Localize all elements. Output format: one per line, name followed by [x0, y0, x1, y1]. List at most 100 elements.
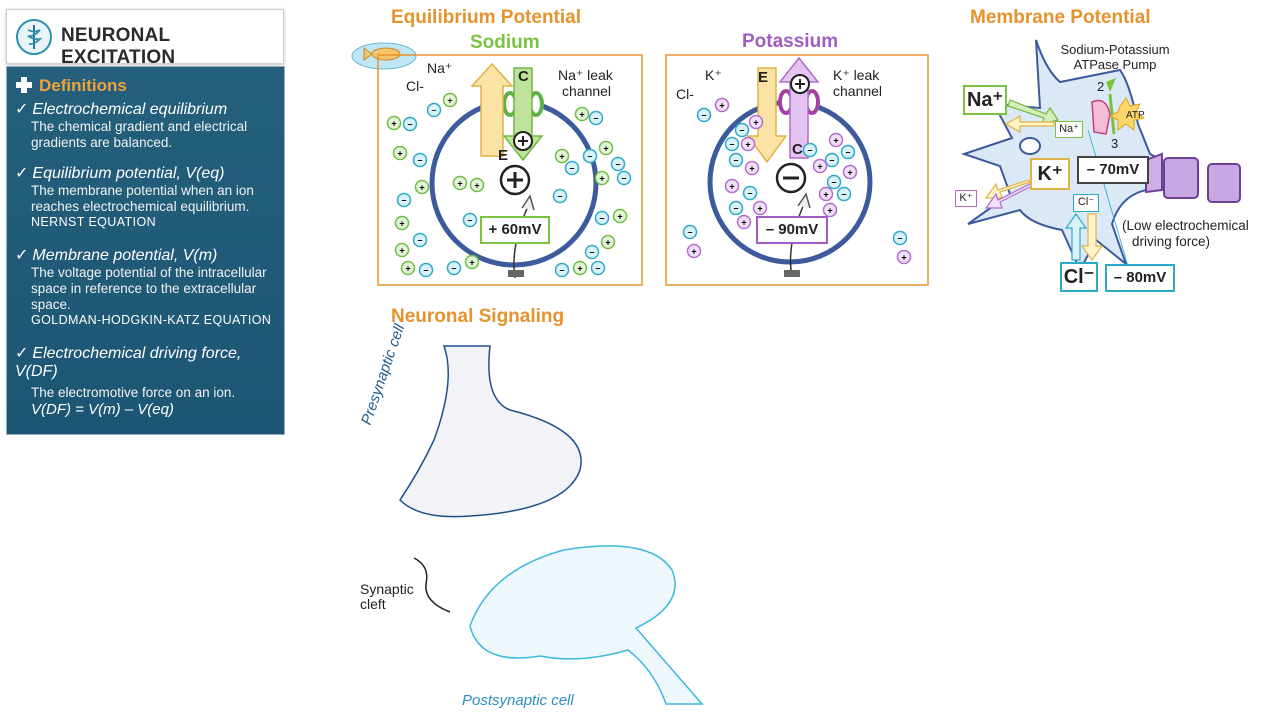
svg-text:+: + [719, 101, 724, 111]
svg-text:–: – [807, 145, 812, 155]
svg-text:+: + [847, 168, 852, 178]
cl-label-box: Cl⁻ [1060, 262, 1098, 292]
definition-item: ✓Electrochemical driving force, V(DF) Th… [15, 345, 242, 418]
plus-icon [16, 77, 32, 93]
pump-label-line2: ATPase Pump [1073, 57, 1157, 72]
svg-text:–: – [451, 263, 456, 273]
k-ion-icon: + [714, 97, 730, 113]
svg-text:+: + [405, 264, 410, 274]
cl-ion-label: Cl- [406, 78, 424, 94]
sidebar-title-card: NEURONAL EXCITATION [6, 9, 284, 68]
svg-text:+: + [559, 152, 564, 162]
svg-text:–: – [467, 215, 472, 225]
svg-text:–: – [599, 213, 604, 223]
svg-text:+: + [447, 96, 452, 106]
svg-text:–: – [747, 188, 752, 198]
svg-text:E: E [498, 147, 508, 164]
k-channel-label-line1: K⁺ leak [833, 67, 880, 83]
svg-text:+: + [741, 218, 746, 228]
svg-text:+: + [827, 206, 832, 216]
svg-text:–: – [615, 159, 620, 169]
svg-text:+: + [745, 140, 750, 150]
svg-text:–: – [417, 155, 422, 165]
svg-text:+: + [817, 162, 822, 172]
svg-text:+: + [753, 118, 758, 128]
svg-text:–: – [401, 195, 406, 205]
postsynaptic-label: Postsynaptic cell [462, 692, 574, 709]
k-small-label-box: K⁺ [955, 190, 977, 207]
na-small-label-box: Na⁺ [1055, 121, 1083, 138]
svg-text:+: + [457, 179, 462, 189]
k-label-box: K⁺ [1030, 158, 1070, 190]
svg-text:+: + [605, 238, 610, 248]
svg-text:–: – [845, 147, 850, 157]
check-icon: ✓ [15, 101, 29, 118]
svg-text:–: – [831, 177, 836, 187]
sodium-diagram: E C + – + – + – + – + – + + – – + + – + … [351, 42, 643, 286]
svg-text:–: – [733, 155, 738, 165]
svg-text:E: E [758, 69, 768, 86]
svg-text:–: – [739, 125, 744, 135]
atpase-pump-icon [1091, 78, 1116, 135]
svg-text:+: + [833, 136, 838, 146]
svg-text:+: + [599, 174, 604, 184]
potassium-voltage-readout: – 90mV [756, 216, 828, 244]
svg-text:–: – [559, 265, 564, 275]
cl-ion-label: Cl- [676, 86, 694, 102]
cl-ion-icon: – [426, 102, 442, 118]
svg-text:+: + [419, 183, 424, 193]
svg-text:–: – [729, 139, 734, 149]
sodium-subtitle: Sodium [470, 32, 540, 53]
na-ion-icon: + [442, 92, 458, 108]
cl-voltage-readout: – 80mV [1105, 264, 1175, 292]
svg-text:+: + [397, 149, 402, 159]
svg-text:–: – [589, 247, 594, 257]
low-df-note-line1: (Low electrochemical [1122, 218, 1249, 233]
k-ion-label: K⁺ [705, 67, 722, 83]
equilibrium-title: Equilibrium Potential [391, 7, 582, 28]
svg-text:–: – [595, 263, 600, 273]
check-icon: ✓ [15, 345, 29, 362]
na-label-box: Na⁺ [963, 85, 1007, 115]
definition-item: ✓Electrochemical equilibrium The chemica… [15, 101, 248, 150]
pump-label-line1: Sodium-Potassium [1060, 42, 1170, 57]
svg-text:+: + [901, 253, 906, 263]
synaptic-cleft-label-line2: cleft [360, 596, 386, 612]
svg-text:–: – [417, 235, 422, 245]
low-df-note-line2: driving force) [1132, 234, 1211, 249]
definition-item: ✓Membrane potential, V(m) The voltage po… [15, 247, 272, 327]
neuron-membrane-diagram [960, 39, 1241, 273]
svg-text:+: + [391, 119, 396, 129]
svg-text:+: + [757, 204, 762, 214]
potassium-diagram: E C + – – + – + + – – + – + + – – + + + … [665, 54, 929, 286]
svg-text:–: – [701, 110, 706, 120]
atp-label: ATP [1126, 110, 1145, 121]
svg-text:+: + [399, 246, 404, 256]
synaptic-cleft-label-line1: Synaptic [360, 581, 414, 597]
svg-text:–: – [841, 189, 846, 199]
check-icon: ✓ [15, 165, 29, 182]
svg-text:+: + [399, 219, 404, 229]
fish-icon [351, 42, 417, 70]
definitions-header: Definitions [15, 73, 127, 96]
svg-text:–: – [407, 119, 412, 129]
svg-text:+: + [691, 247, 696, 257]
potassium-subtitle: Potassium [742, 31, 839, 52]
svg-text:+: + [577, 264, 582, 274]
na-channel-label-line2: channel [562, 83, 612, 99]
svg-text:–: – [431, 105, 436, 115]
signaling-title: Neuronal Signaling [391, 306, 565, 327]
svg-text:+: + [617, 212, 622, 222]
svg-text:C: C [518, 68, 529, 85]
sidebar-title: NEURONAL EXCITATION [61, 25, 176, 68]
svg-text:–: – [587, 151, 592, 161]
synapse-diagram [399, 345, 704, 705]
svg-text:–: – [897, 233, 902, 243]
svg-text:+: + [749, 164, 754, 174]
svg-text:+: + [579, 110, 584, 120]
resting-voltage-readout: – 70mV [1077, 156, 1149, 184]
caduceus-logo-icon [16, 19, 52, 55]
cl-ion-icon: – [696, 107, 712, 123]
svg-text:–: – [687, 227, 692, 237]
svg-text:+: + [474, 181, 479, 191]
